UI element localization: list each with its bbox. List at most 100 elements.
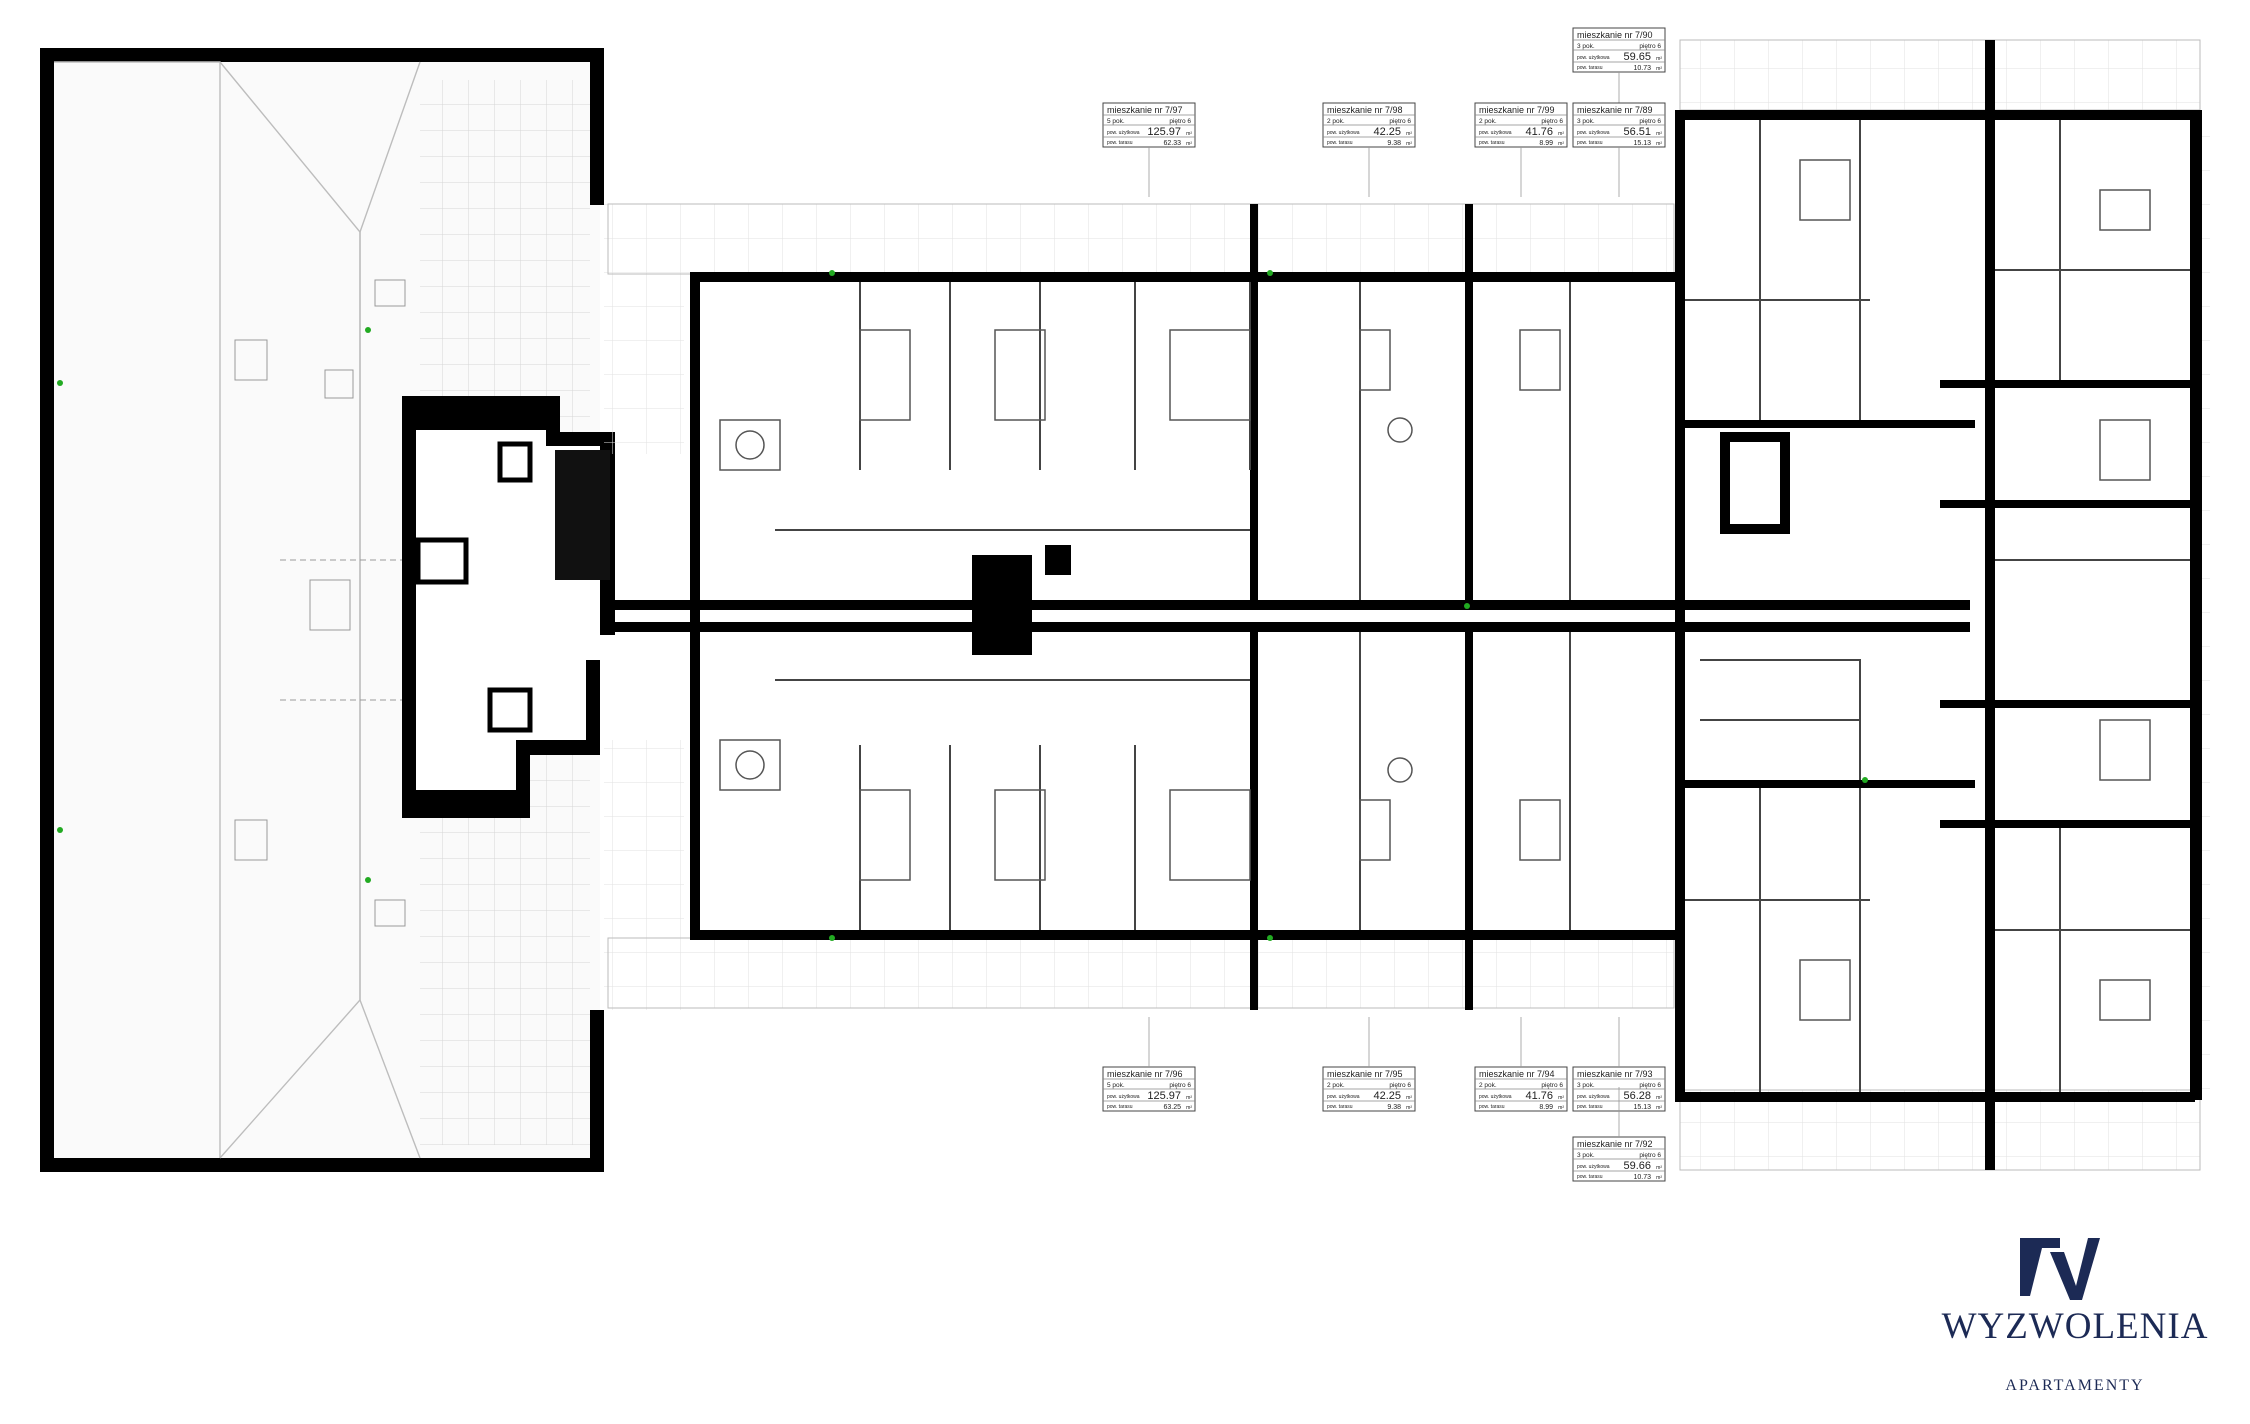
apartment-label-7-95: mieszkanie nr 7/95 2 pok. piętro 6 pow. uży…: [1322, 1017, 1416, 1112]
apartment-labels: mieszkanie nr 7/90 3 pok. piętro 6 pow. uży…: [1102, 27, 1666, 1182]
terrace-area-label: pow. tarasu: [1479, 140, 1505, 146]
area-unit: m²: [1656, 1095, 1662, 1101]
terrace-area-label: pow. tarasu: [1107, 140, 1133, 146]
terrace-area-label: pow. tarasu: [1577, 1174, 1603, 1180]
terrace-area-value: 15.13: [1633, 1104, 1651, 1111]
area-unit: m²: [1186, 131, 1192, 137]
terrace-area-value: 8.99: [1539, 1104, 1553, 1111]
apartment-title: mieszkanie nr 7/98: [1327, 105, 1403, 115]
terrace-area-value: 63.25: [1163, 1104, 1181, 1111]
apartment-title: mieszkanie nr 7/90: [1577, 30, 1653, 40]
apartment-rooms: 3 pok.: [1577, 1082, 1595, 1089]
apartment-title: mieszkanie nr 7/93: [1577, 1069, 1653, 1079]
terraces: [604, 39, 2210, 1171]
usable-area-value: 125.97: [1147, 1090, 1181, 1102]
usable-area-value: 42.25: [1373, 126, 1401, 138]
apartment-title: mieszkanie nr 7/99: [1479, 105, 1555, 115]
apartment-rooms: 2 pok.: [1479, 118, 1497, 125]
area-unit: m²: [1656, 1105, 1662, 1111]
markers: [57, 270, 1868, 941]
usable-area-label: pow. użytkowa: [1479, 1094, 1512, 1100]
brand-logo-icon: [2020, 1238, 2100, 1300]
apartment-floor: piętro 6: [1639, 118, 1661, 125]
terrace-area-value: 10.73: [1633, 1174, 1651, 1181]
apartment-floor: piętro 6: [1389, 118, 1411, 125]
area-unit: m²: [1186, 141, 1192, 147]
apartment-floor: piętro 6: [1541, 1082, 1563, 1089]
area-unit: m²: [1656, 141, 1662, 147]
area-unit: m²: [1406, 1095, 1412, 1101]
apartment-floor: piętro 6: [1639, 43, 1661, 50]
terrace-area-label: pow. tarasu: [1327, 1104, 1353, 1110]
usable-area-label: pow. użytkowa: [1107, 130, 1140, 136]
apartment-floor: piętro 6: [1541, 118, 1563, 125]
usable-area-label: pow. użytkowa: [1327, 1094, 1360, 1100]
apartment-title: mieszkanie nr 7/92: [1577, 1139, 1653, 1149]
apartment-floor: piętro 6: [1389, 1082, 1411, 1089]
area-unit: m²: [1656, 1165, 1662, 1171]
brand-subtitle: APARTAMENTY: [2005, 1377, 2145, 1394]
brand-name: WYZWOLENIA: [1941, 1306, 2209, 1347]
area-unit: m²: [1656, 131, 1662, 137]
apartment-rooms: 3 pok.: [1577, 1152, 1595, 1159]
apartment-label-7-90: mieszkanie nr 7/90 3 pok. piętro 6 pow. uży…: [1572, 27, 1666, 122]
terrace-area-label: pow. tarasu: [1577, 1104, 1603, 1110]
apartment-title: mieszkanie nr 7/89: [1577, 105, 1653, 115]
apartment-floor: piętro 6: [1639, 1152, 1661, 1159]
apartment-rooms: 3 pok.: [1577, 43, 1595, 50]
terrace-area-value: 15.13: [1633, 140, 1651, 147]
apartment-title: mieszkanie nr 7/94: [1479, 1069, 1555, 1079]
usable-area-label: pow. użytkowa: [1327, 130, 1360, 136]
terrace-area-value: 62.33: [1163, 140, 1181, 147]
usable-area-value: 125.97: [1147, 126, 1181, 138]
apartment-rooms: 2 pok.: [1327, 1082, 1345, 1089]
apartment-floor: piętro 6: [1639, 1082, 1661, 1089]
area-unit: m²: [1406, 131, 1412, 137]
area-unit: m²: [1406, 141, 1412, 147]
apartment-label-7-94: mieszkanie nr 7/94 2 pok. piętro 6 pow. uży…: [1474, 1017, 1568, 1112]
usable-area-value: 59.66: [1623, 1160, 1651, 1172]
terrace-area-value: 9.38: [1387, 1104, 1401, 1111]
terrace-area-label: pow. tarasu: [1479, 1104, 1505, 1110]
apartment-rooms: 3 pok.: [1577, 118, 1595, 125]
usable-area-value: 56.28: [1623, 1090, 1651, 1102]
area-unit: m²: [1558, 1095, 1564, 1101]
apartment-rooms: 2 pok.: [1327, 118, 1345, 125]
terrace-area-value: 10.73: [1633, 65, 1651, 72]
furniture: [719, 159, 2151, 1021]
usable-area-value: 56.51: [1623, 126, 1651, 138]
apartment-title: mieszkanie nr 7/97: [1107, 105, 1183, 115]
area-unit: m²: [1558, 1105, 1564, 1111]
terrace-area-label: pow. tarasu: [1107, 1104, 1133, 1110]
area-unit: m²: [1186, 1095, 1192, 1101]
usable-area-value: 59.65: [1623, 51, 1651, 63]
apartment-rooms: 2 pok.: [1479, 1082, 1497, 1089]
apartment-rooms: 5 pok.: [1107, 1082, 1125, 1089]
area-unit: m²: [1558, 141, 1564, 147]
apartment-rooms: 5 pok.: [1107, 118, 1125, 125]
apartment-floor: piętro 6: [1169, 118, 1191, 125]
apartment-title: mieszkanie nr 7/95: [1327, 1069, 1403, 1079]
stair-core-west: [402, 396, 615, 818]
usable-area-label: pow. użytkowa: [1577, 1164, 1610, 1170]
area-unit: m²: [1656, 1175, 1662, 1181]
area-unit: m²: [1656, 56, 1662, 62]
usable-area-label: pow. użytkowa: [1577, 1094, 1610, 1100]
apartment-label-7-97: mieszkanie nr 7/97 5 pok. piętro 6 pow. uży…: [1102, 102, 1196, 197]
area-unit: m²: [1558, 131, 1564, 137]
usable-area-value: 41.76: [1525, 126, 1553, 138]
terrace-area-label: pow. tarasu: [1327, 140, 1353, 146]
usable-area-label: pow. użytkowa: [1107, 1094, 1140, 1100]
usable-area-label: pow. użytkowa: [1577, 55, 1610, 61]
apartment-label-7-92: mieszkanie nr 7/92 3 pok. piętro 6 pow. uży…: [1572, 1087, 1666, 1182]
terrace-area-label: pow. tarasu: [1577, 140, 1603, 146]
apartment-floor: piętro 6: [1169, 1082, 1191, 1089]
terrace-area-label: pow. tarasu: [1577, 65, 1603, 71]
terrace-area-value: 9.38: [1387, 140, 1401, 147]
apartment-label-7-98: mieszkanie nr 7/98 2 pok. piętro 6 pow. uży…: [1322, 102, 1416, 197]
main-building: [610, 40, 2202, 1170]
